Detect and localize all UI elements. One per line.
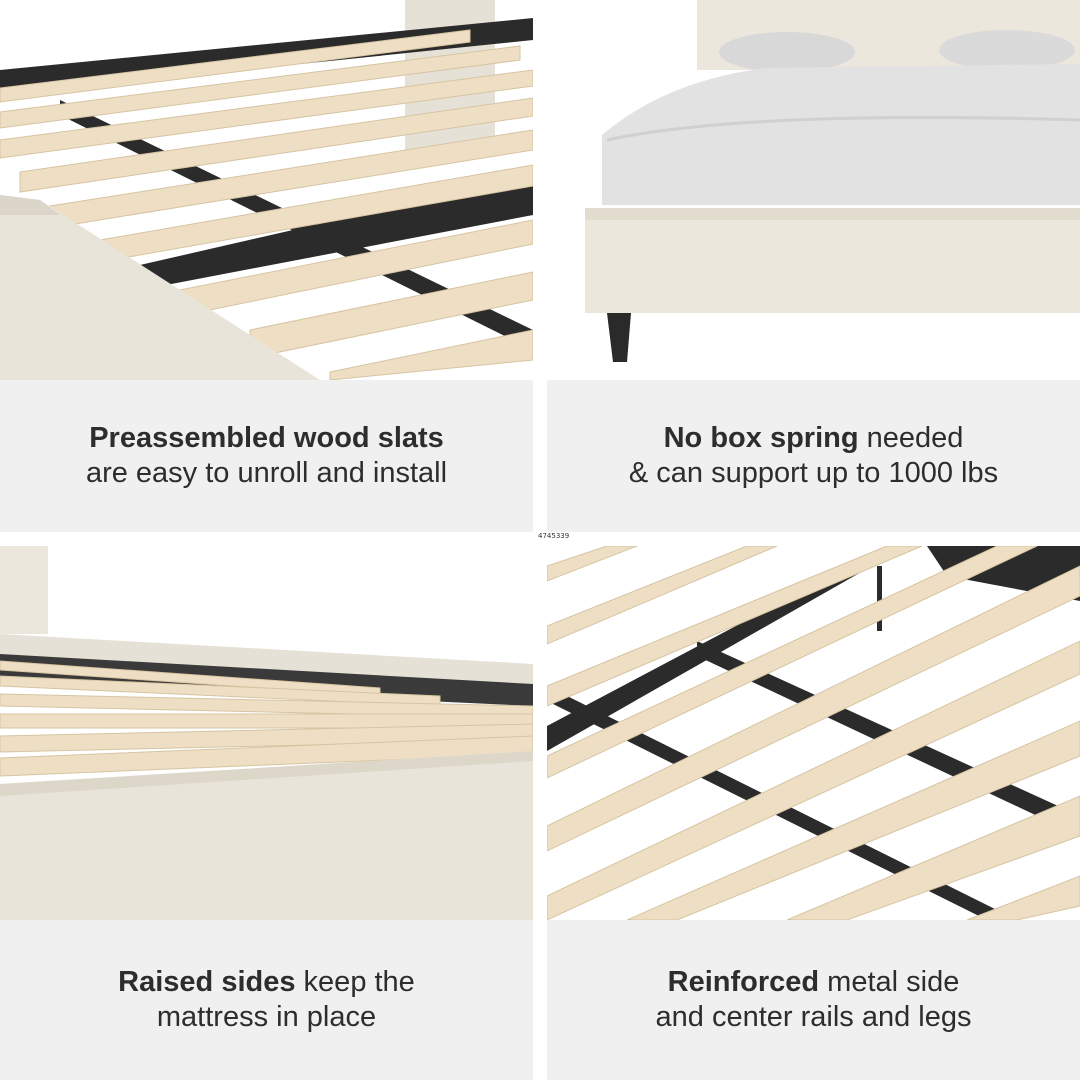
wood-slats-closeup-photo [0,0,533,380]
feature-caption-metal-rails: Reinforced metal side and center rails a… [547,920,1080,1080]
caption-line-1: Reinforced metal side [668,965,960,1000]
caption-line-1: No box spring needed [664,421,964,456]
feature-caption-raised-sides: Raised sides keep the mattress in place [0,920,533,1080]
caption-line-2: & can support up to 1000 lbs [628,457,999,489]
caption-line-1: Preassembled wood slats [89,421,444,456]
metal-rails-under-slats-photo [547,546,1080,920]
caption-text: metal side [819,966,960,998]
feature-caption-box-spring: No box spring needed & can support up to… [547,380,1080,532]
feature-caption-wood-slats: Preassembled wood slats are easy to unro… [0,380,533,532]
caption-bold-text: No box spring [663,422,859,454]
bed-corner-with-mattress-photo [547,0,1080,380]
caption-line-2: and center rails and legs [655,1001,972,1033]
caption-line-2: are easy to unroll and install [85,457,448,489]
caption-bold-text: Reinforced [667,966,820,998]
caption-text: needed [858,422,964,454]
caption-bold-text: Raised sides [118,966,296,998]
caption-line-2: mattress in place [156,1001,377,1033]
raised-side-rail-photo [0,546,533,920]
sku-code: 4745339 [538,532,570,540]
caption-bold-text: Preassembled wood slats [89,422,444,454]
caption-text: keep the [295,966,415,998]
caption-line-1: Raised sides keep the [118,965,415,1000]
